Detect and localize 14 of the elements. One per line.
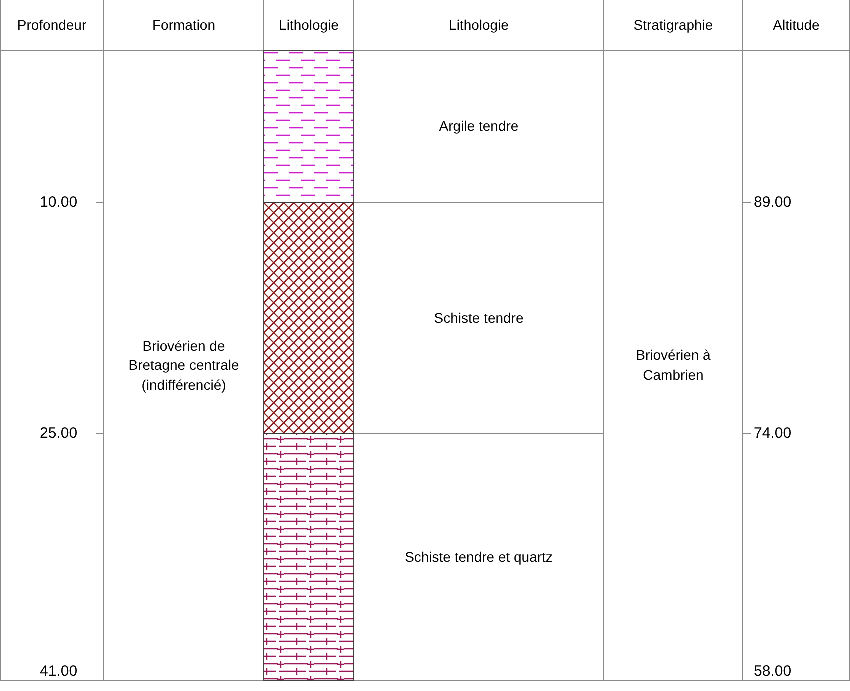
cell-text: Schiste tendre et quartz	[405, 548, 553, 567]
cell-text: Lithologie	[279, 16, 339, 35]
cell-text: Profondeur	[17, 16, 87, 35]
cell-text: Lithologie	[449, 16, 509, 35]
cell-text: Briovérien à Cambrien	[635, 346, 712, 385]
clay-pattern-cell	[264, 50, 354, 204]
cell-text: Altitude	[773, 16, 820, 35]
crosshatch-pattern-cell	[264, 202, 354, 434]
cell-text: Stratigraphie	[634, 16, 714, 35]
cell-text: Formation	[152, 16, 216, 35]
dash-cross-pattern-cell	[264, 434, 354, 682]
cell-text: Schiste tendre	[434, 308, 524, 328]
cell-text: Briovérien de Bretagne centrale (indifférencié)	[128, 336, 240, 395]
cell-text: Argile tendre	[439, 117, 519, 136]
